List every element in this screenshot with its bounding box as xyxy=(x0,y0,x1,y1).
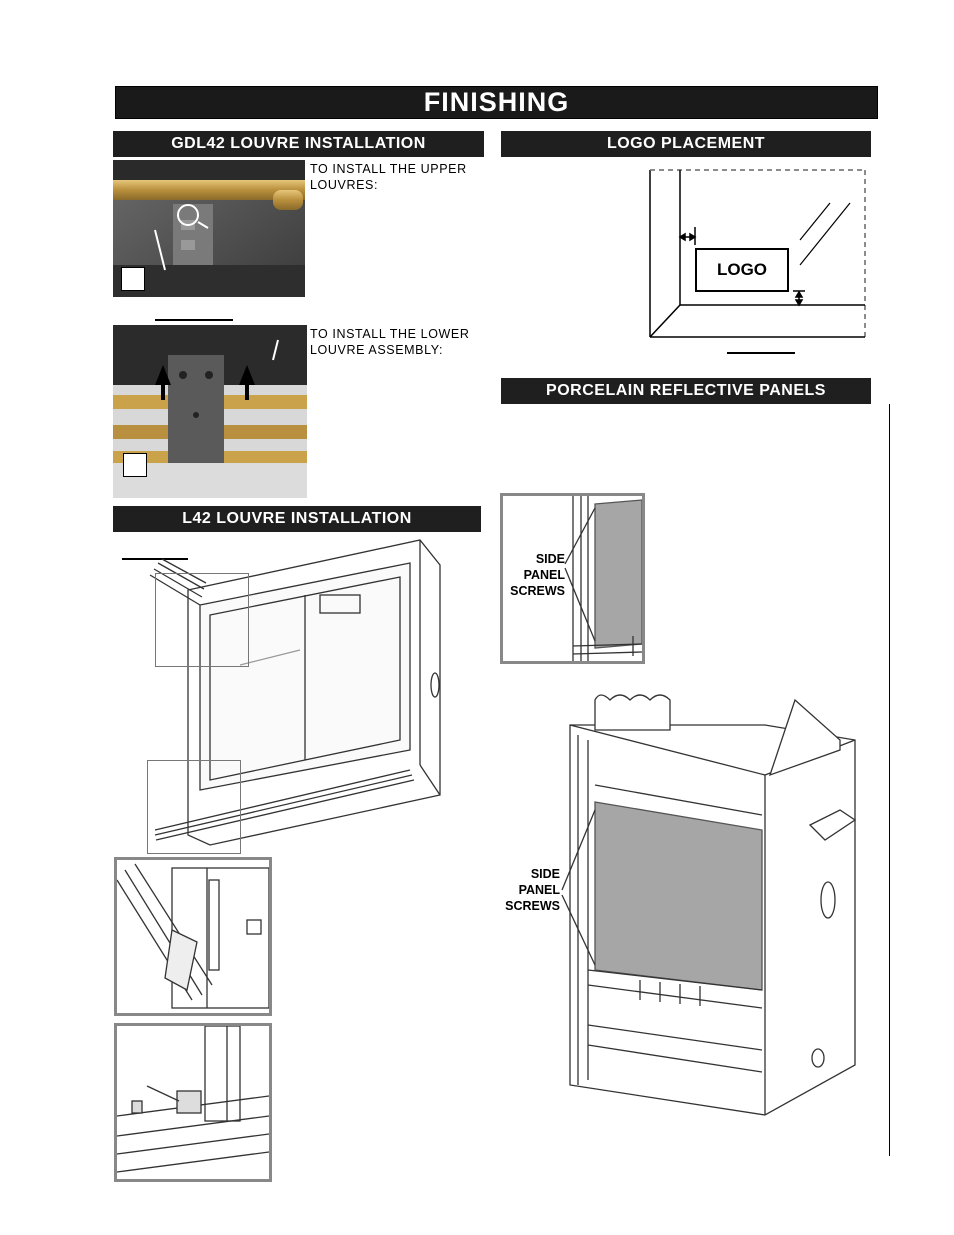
side-panel-screws-label-small: SIDE PANEL SCREWS xyxy=(510,552,565,598)
side-panel-screws-label-large: SIDE PANEL SCREWS xyxy=(505,867,560,913)
upper-louvre-photo xyxy=(113,160,305,297)
l42-heading: L42 LOUVRE INSTALLATION xyxy=(113,506,481,532)
figure-caption-rule-l42 xyxy=(122,558,188,560)
l42-detail-upper xyxy=(114,857,272,1016)
figure-caption-rule xyxy=(155,319,233,321)
detail-box-bottom xyxy=(147,760,241,854)
l42-detail-lower xyxy=(114,1023,272,1182)
figure-caption-rule-logo xyxy=(727,352,795,354)
page-side-rule xyxy=(889,404,890,1156)
figure-marker xyxy=(121,267,145,291)
upper-louvre-instruction: TO INSTALL THE UPPER LOUVRES: xyxy=(310,162,467,192)
logo-heading: LOGO PLACEMENT xyxy=(501,131,871,157)
logo-placement-diagram: LOGO xyxy=(645,165,870,345)
porcelain-heading: PORCELAIN REFLECTIVE PANELS xyxy=(501,378,871,404)
porcelain-fireplace-drawing: SIDE PANEL SCREWS xyxy=(500,690,870,1130)
lower-louvre-instruction: TO INSTALL THE LOWER LOUVRE ASSEMBLY: xyxy=(310,327,470,357)
side-panel-detail: SIDE PANEL SCREWS xyxy=(500,493,645,664)
detail-box-top xyxy=(155,573,249,667)
logo-badge: LOGO xyxy=(695,248,789,292)
page-title: FINISHING xyxy=(115,86,878,119)
gdl42-heading: GDL42 LOUVRE INSTALLATION xyxy=(113,131,484,157)
figure-marker-lower xyxy=(123,453,147,477)
l42-fireplace-drawing xyxy=(140,535,480,855)
lower-louvre-photo xyxy=(113,325,307,498)
